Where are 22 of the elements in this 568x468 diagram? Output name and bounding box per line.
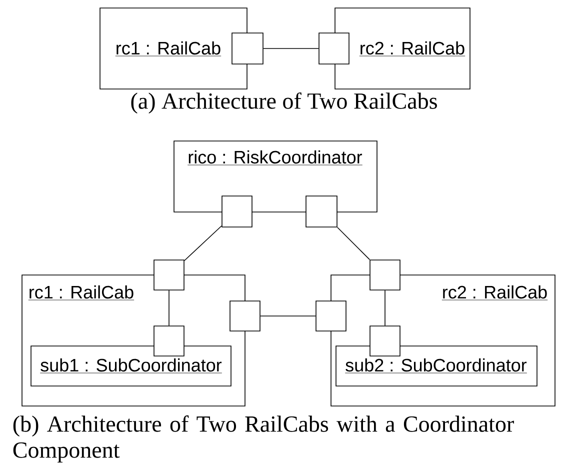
- figure-caption: (b) Architecture of Two RailCabs with a Coordinator Component: [13, 415, 514, 463]
- connector-line: [337, 226, 370, 260]
- port-box: [230, 300, 260, 332]
- figure-caption: (a) Architecture of Two RailCabs: [131, 92, 437, 114]
- port-box: [316, 300, 346, 332]
- port-box: [222, 196, 252, 228]
- connector-line: [184, 225, 222, 262]
- component-box: rico : RiskCoordinator: [174, 140, 378, 212]
- connector-line: [168, 290, 170, 326]
- port-box: [370, 260, 400, 290]
- port-box: [154, 326, 184, 356]
- port-box: [232, 32, 264, 64]
- component-box: sub2 : SubCoordinator: [336, 346, 538, 386]
- component-box: sub1 : SubCoordinator: [30, 346, 232, 386]
- port-box: [370, 326, 400, 356]
- component-box: rc1 : RailCab: [100, 8, 248, 90]
- connector-line: [384, 290, 386, 326]
- port-box: [318, 32, 350, 64]
- port-box: [154, 260, 184, 290]
- connector-line: [263, 48, 319, 49]
- component-box: rc2 : RailCab: [334, 8, 470, 90]
- port-box: [306, 196, 338, 228]
